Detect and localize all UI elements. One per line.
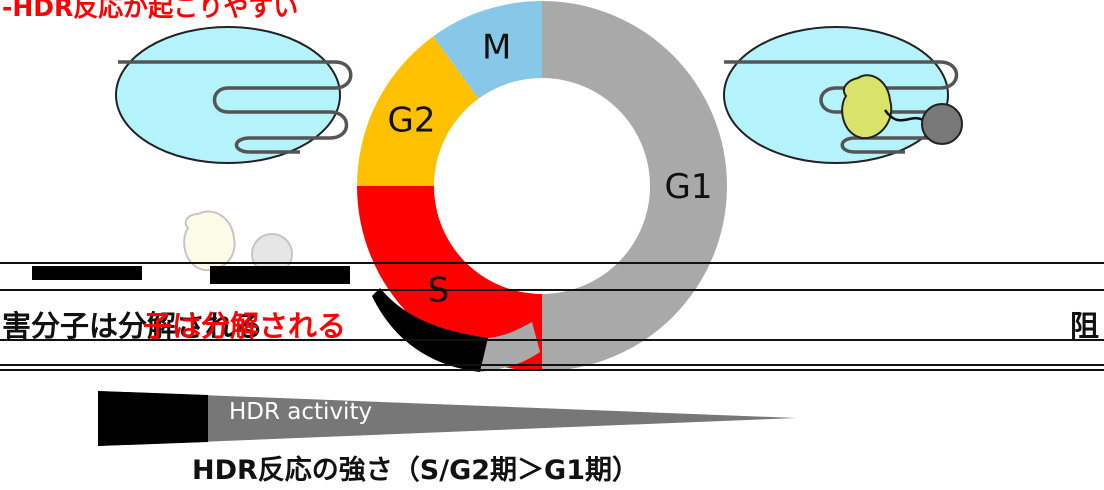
middle-text-red: 子は分解される — [143, 309, 347, 343]
right-protein-shape — [841, 74, 893, 140]
segment-label-g1: G1 — [665, 167, 713, 207]
segment-label-m: M — [482, 28, 511, 68]
artifact-bar-mid — [210, 266, 350, 284]
page-title: -HDR反応が起こりやすい — [2, 0, 299, 22]
right-cell — [723, 26, 963, 164]
segment-g1 — [542, 1, 727, 371]
caption: HDR反応の強さ（S/G2期＞G1期） — [192, 455, 640, 486]
hdr-activity-wedge — [98, 391, 796, 446]
middle-text-left: 害分子は分解される — [2, 309, 264, 343]
hdr-activity-label: HDR activity — [229, 399, 373, 425]
segment-m — [433, 1, 542, 99]
artifact-lines — [0, 262, 1104, 371]
left-nucleus — [115, 26, 341, 164]
right-nucleus — [723, 26, 949, 164]
left-cell — [115, 26, 353, 164]
segment-label-g2: G2 — [387, 100, 435, 140]
hdr-activity-wedge-dark — [98, 391, 208, 446]
artifact-bar-left — [32, 266, 142, 280]
middle-text-right: 阻 — [1070, 309, 1100, 343]
faded-protein-shape — [183, 210, 236, 272]
left-dna-strand — [118, 60, 353, 154]
right-ball — [921, 103, 963, 145]
segment-g2 — [357, 36, 479, 187]
faded-complex — [183, 210, 293, 275]
dark-ring-overlay — [372, 288, 488, 372]
segment-s — [357, 186, 542, 371]
gray-ring-overlay — [480, 322, 540, 372]
